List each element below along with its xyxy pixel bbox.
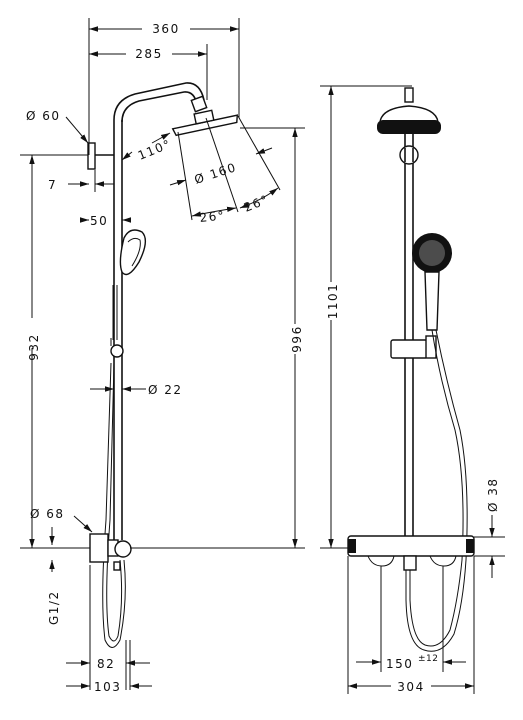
- hose-left: [102, 285, 126, 648]
- dim-932-label: 932: [27, 333, 41, 360]
- dim-60-label: Ø 60: [26, 109, 61, 123]
- dim-360-label: 360: [152, 22, 179, 36]
- dim-103-label: 103: [94, 680, 121, 694]
- dim-68-label: Ø 68: [30, 507, 65, 521]
- front-bracket: [399, 145, 419, 165]
- dim-7-label: 7: [48, 178, 57, 192]
- thermostat-body-side: [89, 533, 109, 563]
- shower-arm-inner: [121, 91, 198, 123]
- overhead-shower-front: [379, 105, 439, 123]
- thread-g12-label: G1/2: [47, 590, 61, 625]
- dim-1101-label: 1101: [326, 283, 340, 320]
- side-view: 360 285 Ø 60 110° Ø 160 26° 26° 7 50: [20, 18, 306, 694]
- hose-front: [409, 329, 464, 647]
- dim-22-label: Ø 22: [148, 383, 183, 397]
- head-joint: [190, 95, 208, 113]
- angle-110-label: 110°: [136, 137, 174, 163]
- wall-bracket: [87, 142, 96, 170]
- dim-996-label: 996: [290, 325, 304, 352]
- overhead-shower-face: [377, 120, 441, 134]
- hand-shower-front: [412, 233, 452, 273]
- angle-26a-label: 26°: [199, 208, 226, 225]
- thermostat-front: [347, 535, 475, 557]
- shower-arm-outer: [113, 82, 205, 121]
- hand-shower-handle: [424, 271, 440, 331]
- dim-285-label: 285: [135, 47, 162, 61]
- overhead-shower-side: [171, 109, 239, 137]
- dim-150-label: 150: [386, 657, 413, 671]
- angle-26b-label: 26°: [242, 192, 271, 215]
- dim-50-label: 50: [90, 214, 108, 228]
- slider-holder: [390, 339, 428, 359]
- dim-38-label: Ø 38: [486, 477, 500, 512]
- thermostat-knob-side: [114, 540, 132, 558]
- dim-160-label: Ø 160: [193, 160, 239, 187]
- holder-knob: [110, 344, 124, 358]
- hand-shower-side: [119, 229, 147, 276]
- dim-304-label: 304: [397, 680, 424, 694]
- dim-82-label: 82: [97, 657, 115, 671]
- front-view: 1101 Ø 38 150 ±12 304: [320, 85, 505, 694]
- dim-tolerance-label: ±12: [418, 654, 439, 664]
